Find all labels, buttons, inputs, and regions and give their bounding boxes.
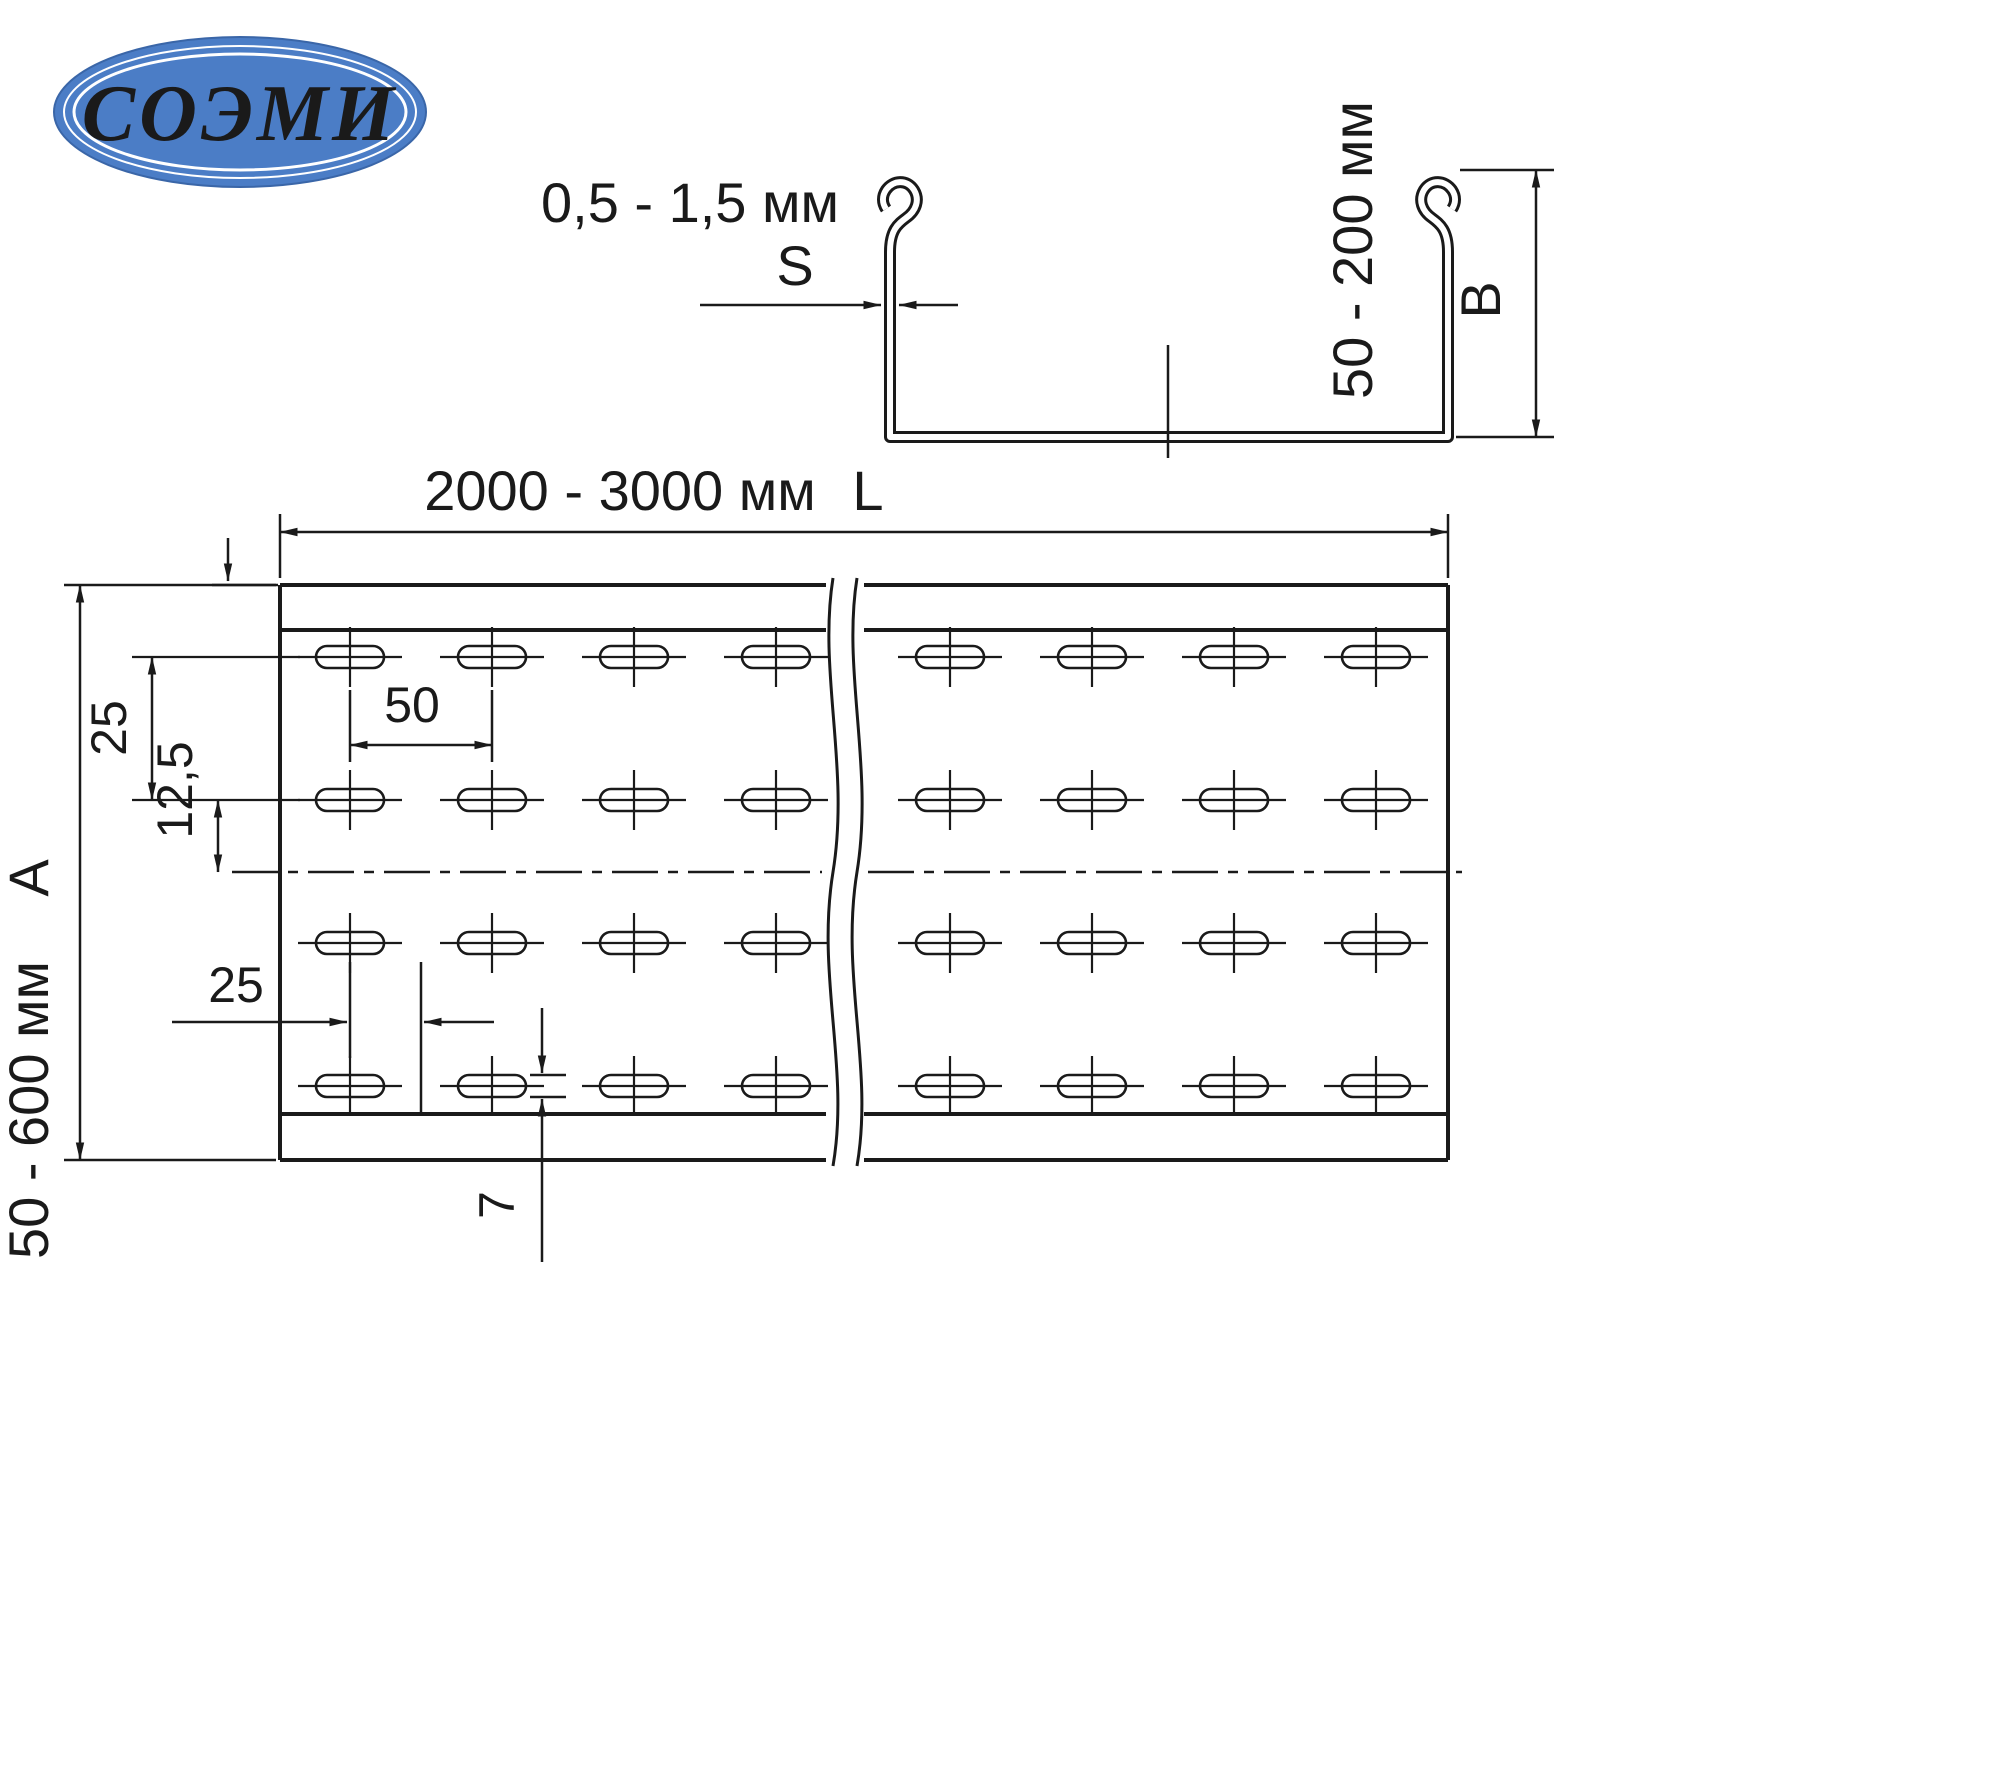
dim-width [64, 583, 276, 1162]
slot [724, 770, 828, 830]
dim-slot-half-pitch [172, 962, 494, 1116]
slot [298, 770, 402, 830]
slot [440, 627, 544, 687]
slot [724, 913, 828, 973]
dim-length-label: 2000 - 3000 мм [424, 459, 815, 522]
slot [1040, 1056, 1144, 1116]
section-view: 0,5 - 1,5 мм S 50 - 200 мм B [541, 101, 1554, 458]
slot [898, 770, 1002, 830]
dim-length [212, 514, 1450, 587]
dim-slot-height-label: 7 [469, 1191, 525, 1219]
slot [298, 627, 402, 687]
slot [898, 913, 1002, 973]
slot [1040, 770, 1144, 830]
slot [1182, 627, 1286, 687]
dim-row-offset-label: 12,5 [147, 741, 203, 838]
logo-ring-outer [63, 45, 417, 179]
logo-oval [53, 36, 427, 188]
slot [1324, 770, 1428, 830]
dim-slot-height [530, 1008, 566, 1262]
slot [898, 1056, 1002, 1116]
dim-thickness-symbol: S [776, 234, 813, 297]
logo-ring-inner [72, 52, 408, 172]
dim-width-label: 50 - 600 мм [0, 961, 60, 1259]
dim-thickness-label: 0,5 - 1,5 мм [541, 171, 839, 234]
slot [1324, 913, 1428, 973]
dim-slot-half-pitch-label: 25 [208, 957, 264, 1013]
slot [1040, 627, 1144, 687]
slot [898, 627, 1002, 687]
break-lines [826, 577, 864, 1167]
plan-view: 2000 - 3000 мм L 50 - 600 мм А 25 12,5 5… [0, 459, 1462, 1262]
slot [440, 1056, 544, 1116]
logo-text: СОЭМИ [82, 70, 399, 158]
slot [1040, 913, 1144, 973]
slot [298, 1056, 402, 1116]
slot [1324, 1056, 1428, 1116]
slot [1182, 770, 1286, 830]
dim-height [1456, 168, 1554, 439]
dim-height-symbol: B [1449, 281, 1512, 318]
dim-width-symbol: А [0, 859, 60, 897]
slot [582, 770, 686, 830]
tray-outline [278, 583, 1450, 1162]
dim-height-label: 50 - 200 мм [1321, 101, 1384, 399]
dim-slot-pitch [348, 690, 494, 762]
slot [724, 627, 828, 687]
dim-length-symbol: L [852, 459, 883, 522]
slot [440, 770, 544, 830]
slot [440, 913, 544, 973]
slot-pattern [298, 627, 1428, 1116]
slot [1182, 913, 1286, 973]
slot [582, 627, 686, 687]
logo: СОЭМИ [53, 36, 427, 188]
slot [1182, 1056, 1286, 1116]
slot [724, 1056, 828, 1116]
slot [582, 1056, 686, 1116]
slot [1324, 627, 1428, 687]
dim-slot-pitch-label: 50 [384, 677, 440, 733]
dim-row-spacing-label: 25 [81, 700, 137, 756]
slot [298, 913, 402, 973]
slot [582, 913, 686, 973]
